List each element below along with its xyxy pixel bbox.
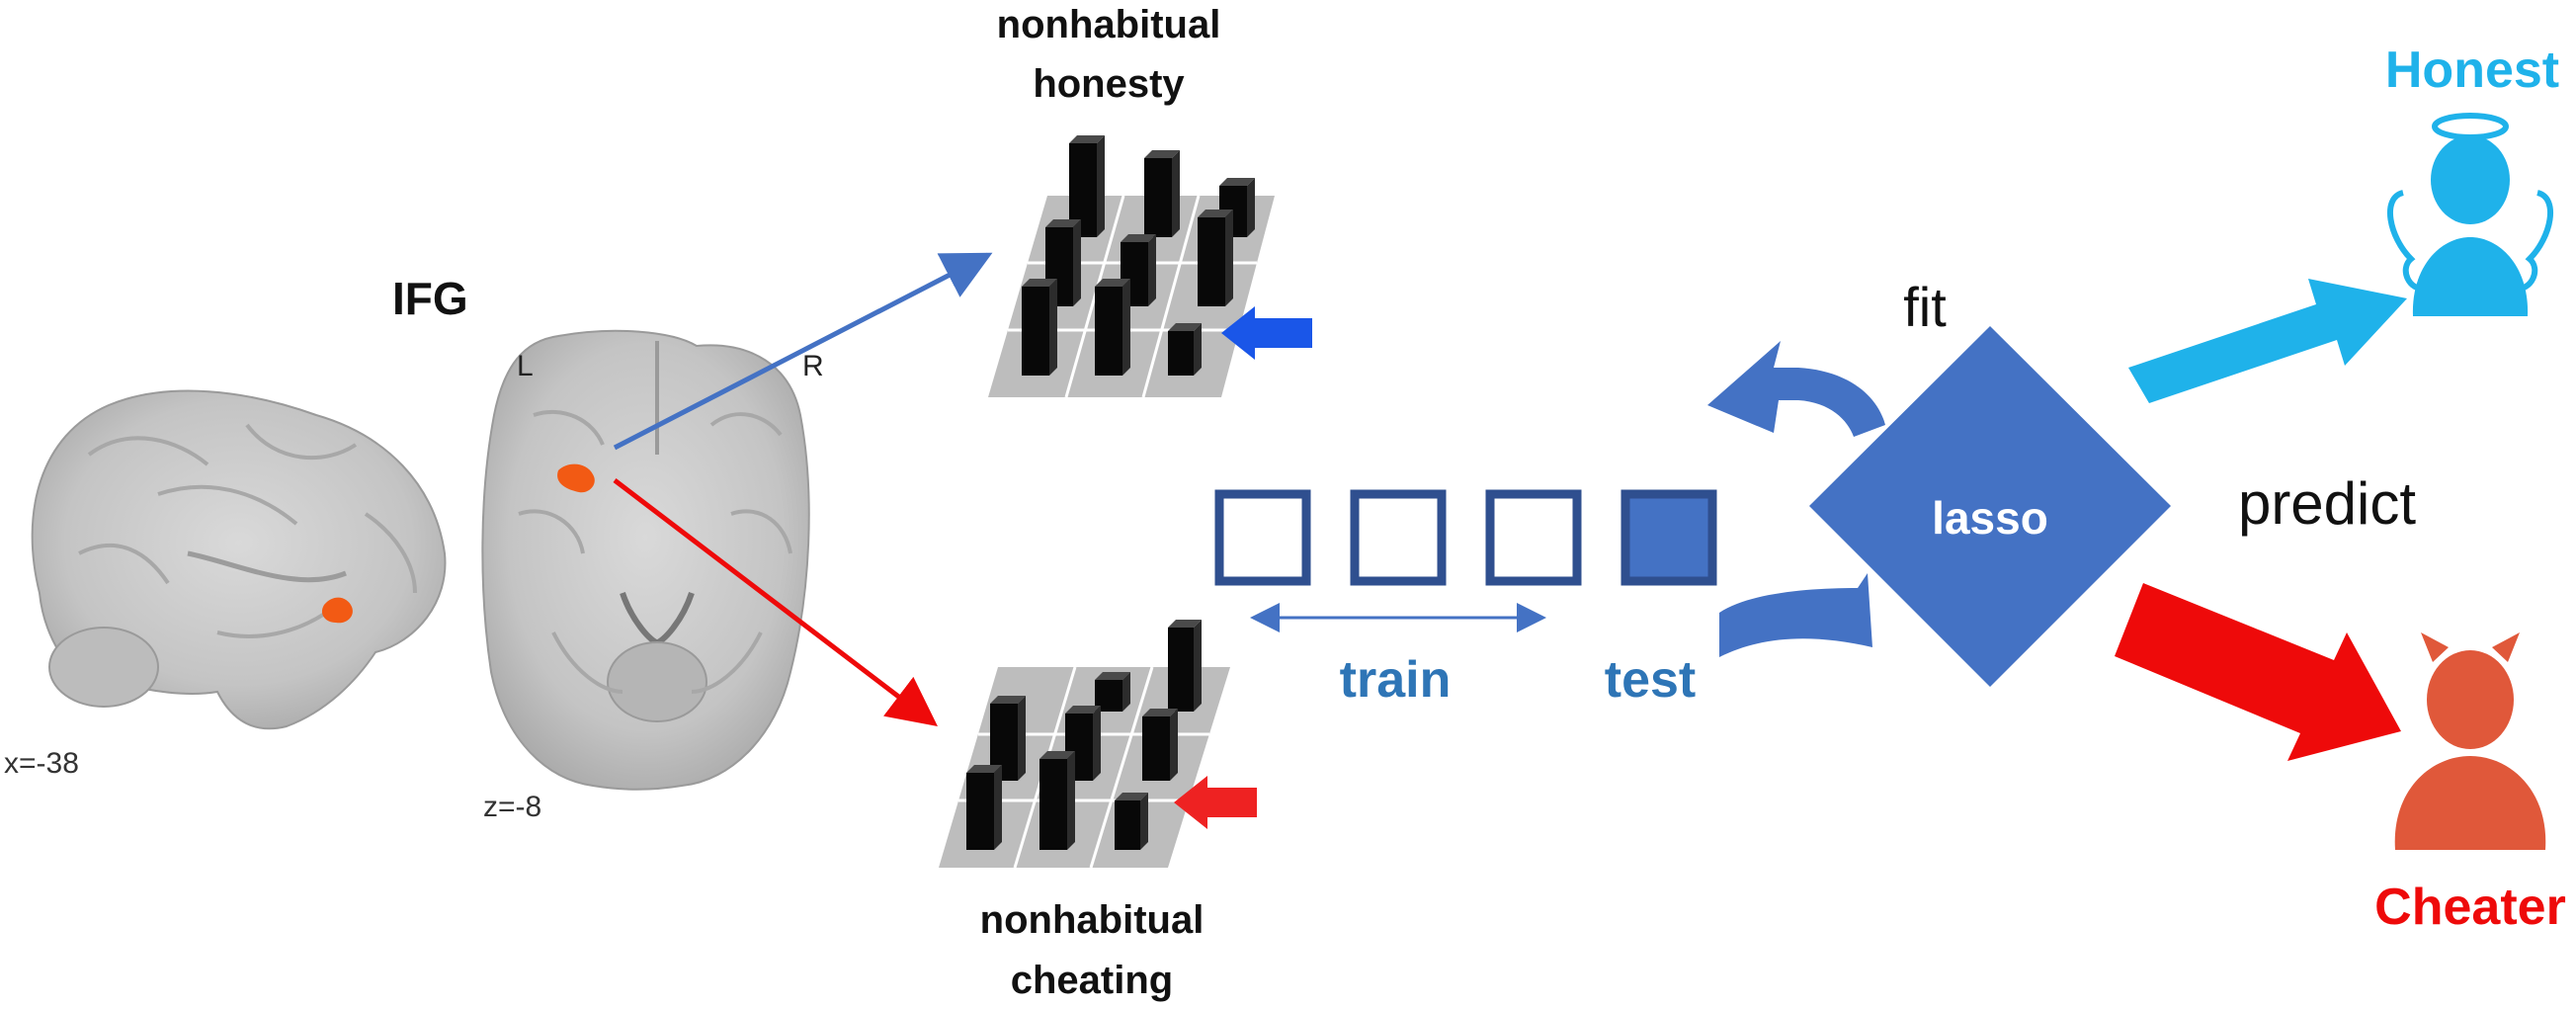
train-label: train bbox=[1340, 651, 1452, 709]
sagittal-brain-slice bbox=[31, 389, 447, 730]
cheating-bar bbox=[1039, 751, 1075, 850]
cheating-bar bbox=[1095, 672, 1130, 712]
honesty-connector-arrow bbox=[613, 252, 993, 451]
cheating-title-line1: nonhabitual bbox=[980, 898, 1205, 942]
cheating-bar bbox=[966, 765, 1002, 850]
test-label: test bbox=[1605, 651, 1696, 709]
test-fold-box bbox=[1620, 489, 1717, 586]
cheating-bar bbox=[1168, 620, 1202, 712]
cheating-title-line2: cheating bbox=[1011, 959, 1173, 1002]
fit-loop-arrow-bottom bbox=[1719, 573, 1872, 657]
honesty-bar bbox=[1198, 210, 1233, 306]
honesty-pointer-arrow bbox=[1221, 306, 1312, 360]
sagittal-coordinate-label: x=-38 bbox=[4, 747, 79, 780]
axial-coordinate-label: z=-8 bbox=[483, 791, 541, 823]
angel-person-icon bbox=[2386, 113, 2554, 316]
train-fold-box bbox=[1214, 489, 1311, 586]
cheating-bar-grid bbox=[939, 620, 1230, 869]
honesty-bar-highlighted bbox=[1168, 323, 1202, 376]
cheating-pointer-arrow bbox=[1174, 776, 1257, 829]
lasso-label: lasso bbox=[1932, 492, 2048, 544]
cv-folds bbox=[1214, 489, 1717, 586]
fit-loop-arrow-top bbox=[1707, 341, 1885, 437]
honesty-title-line1: nonhabitual bbox=[997, 3, 1221, 46]
honesty-bar-grid bbox=[988, 135, 1275, 398]
cheating-connector-arrow bbox=[613, 478, 938, 727]
cheating-bar bbox=[1142, 709, 1178, 781]
honesty-bar bbox=[1022, 279, 1057, 376]
train-fold-box bbox=[1485, 489, 1582, 586]
hemisphere-left-label: L bbox=[517, 350, 534, 382]
cheater-prediction-arrow bbox=[2115, 583, 2401, 761]
predict-label: predict bbox=[2238, 470, 2416, 537]
fit-label: fit bbox=[1903, 276, 1947, 338]
cheating-bar-highlighted bbox=[1115, 793, 1148, 850]
devil-person-icon bbox=[2394, 632, 2546, 850]
axial-brain-slice bbox=[481, 329, 810, 791]
honesty-title-line2: honesty bbox=[1033, 62, 1185, 106]
honesty-bar bbox=[1144, 150, 1180, 237]
region-label: IFG bbox=[392, 273, 468, 324]
hemisphere-right-label: R bbox=[802, 350, 824, 382]
honesty-bar bbox=[1095, 279, 1130, 376]
honest-label: Honest bbox=[2385, 42, 2559, 99]
lasso-model-diamond bbox=[1809, 326, 2171, 687]
train-fold-box bbox=[1350, 489, 1447, 586]
honest-prediction-arrow bbox=[2128, 279, 2407, 403]
cheater-label: Cheater bbox=[2374, 879, 2566, 936]
